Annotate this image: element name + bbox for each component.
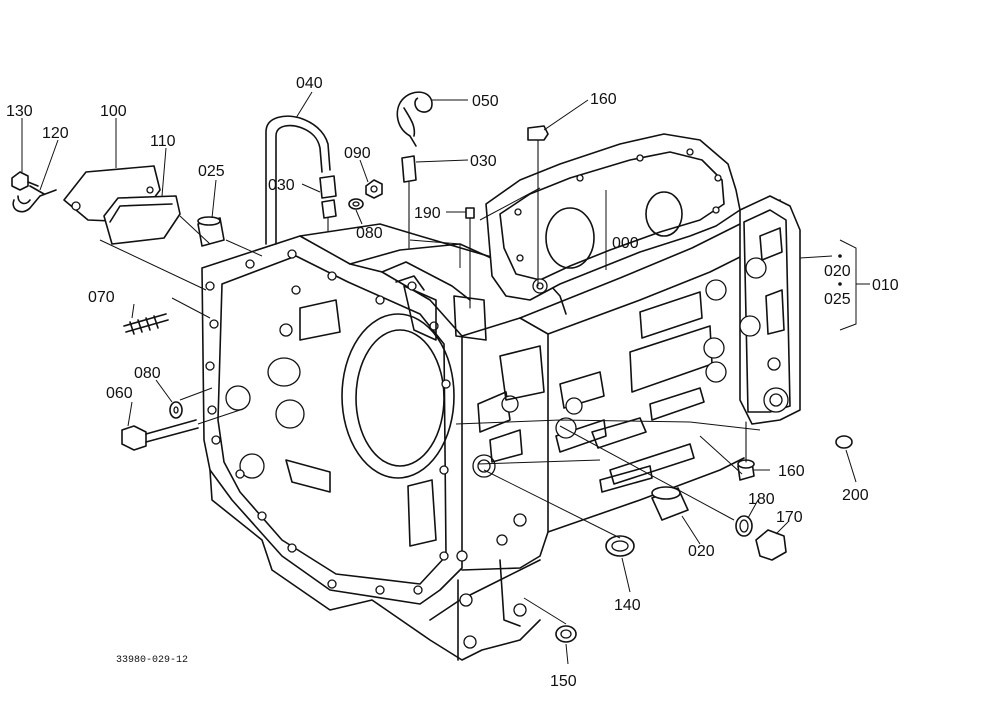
callout-070: 070 — [88, 289, 115, 306]
clamp-120 — [12, 185, 57, 213]
callout-140: 140 — [614, 597, 641, 614]
plug-170 — [755, 529, 787, 561]
callout-160-top: 160 — [590, 91, 617, 108]
callout-170: 170 — [776, 509, 803, 526]
callout-180: 180 — [748, 491, 775, 508]
callout-050: 050 — [472, 93, 499, 110]
callout-025-left: 025 — [198, 163, 225, 180]
hook-050 — [396, 91, 433, 147]
o-ring-180 — [735, 515, 753, 537]
callout-190: 190 — [414, 205, 441, 222]
callout-labels: 130 120 100 110 025 040 030 090 080 050 … — [6, 75, 899, 690]
washer-080-lower — [169, 401, 183, 419]
bolt-130 — [11, 171, 39, 191]
callout-120: 120 — [42, 125, 69, 142]
callout-200: 200 — [842, 487, 869, 504]
callout-020-upper: 020 — [824, 263, 851, 280]
callout-080-upper: 080 — [356, 225, 383, 242]
drawing-code: 33980-029-12 — [116, 655, 188, 666]
leader-lines — [21, 91, 870, 665]
bolt-060 — [121, 419, 199, 451]
callout-110: 110 — [150, 133, 176, 150]
fitting-030-left — [319, 175, 337, 233]
fitting-030-right — [401, 155, 417, 249]
callout-130: 130 — [6, 103, 33, 120]
stud-070 — [123, 313, 169, 335]
bushing-020 — [651, 486, 689, 521]
callout-100: 100 — [100, 103, 127, 120]
plug-160-top — [527, 125, 549, 287]
callout-020-lower: 020 — [688, 543, 715, 560]
plug-160-lower — [737, 421, 755, 481]
callout-030-left: 030 — [268, 177, 295, 194]
callout-040: 040 — [296, 75, 323, 92]
callout-080-lower: 080 — [134, 365, 161, 382]
callout-160-lower: 160 — [778, 463, 805, 480]
gasket-110 — [103, 195, 181, 245]
callout-030-right: 030 — [470, 153, 497, 170]
plug-190 — [465, 207, 475, 309]
callout-060: 060 — [106, 385, 133, 402]
callout-090: 090 — [344, 145, 371, 162]
washer-080-upper — [348, 198, 364, 210]
plug-140 — [605, 535, 635, 557]
callout-010: 010 — [872, 277, 899, 294]
callout-025-right: 025 — [824, 291, 851, 308]
transmission-case — [201, 133, 801, 661]
callout-150: 150 — [550, 673, 577, 690]
nut-090 — [365, 179, 383, 199]
pipe-040 — [265, 115, 331, 245]
plug-200 — [835, 435, 853, 449]
bushing-025 — [197, 216, 225, 247]
plug-150 — [555, 625, 577, 643]
callout-000: 000 — [612, 235, 639, 252]
flange-bolt-holes — [205, 249, 451, 595]
